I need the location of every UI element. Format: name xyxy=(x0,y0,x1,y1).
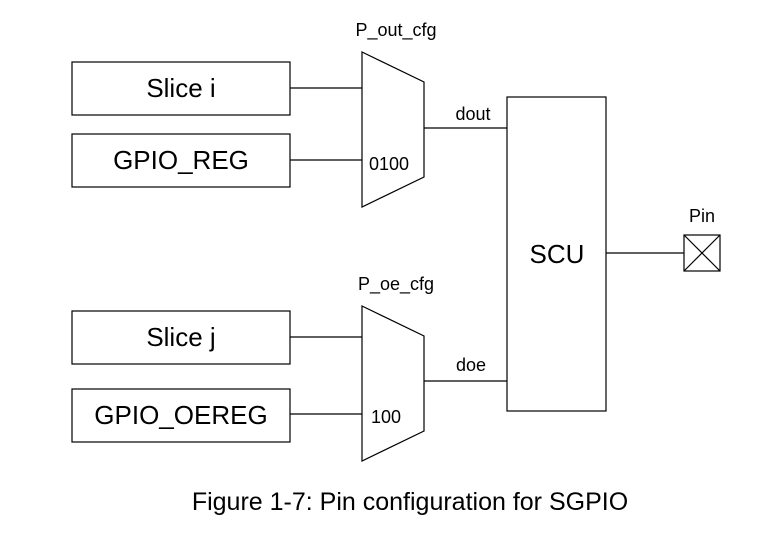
mux-top-shape xyxy=(361,51,425,208)
mux-top-name: P_out_cfg xyxy=(355,20,436,41)
slice-j-box xyxy=(71,310,291,365)
doe-label: doe xyxy=(456,355,486,375)
gpio-oereg-box xyxy=(71,388,291,443)
gpio-reg-box xyxy=(71,133,291,188)
top-input-group: Slice i GPIO_REG xyxy=(71,61,362,188)
bottom-input-group: Slice j GPIO_OEREG xyxy=(71,310,362,443)
mux-top-select-value: 0100 xyxy=(369,154,409,174)
scu-block: SCU xyxy=(506,96,607,412)
mux-bottom-name: P_oe_cfg xyxy=(358,274,434,295)
slice-j-label: Slice j xyxy=(146,322,215,352)
mux-bottom: P_oe_cfg 100 xyxy=(358,274,434,462)
figure-caption: Figure 1-7: Pin configuration for SGPIO xyxy=(192,488,628,516)
gpio-reg-label: GPIO_REG xyxy=(113,145,249,175)
slice-i-label: Slice i xyxy=(146,73,215,103)
slice-i-box xyxy=(71,61,291,116)
scu-box xyxy=(506,96,607,412)
pin-block: Pin xyxy=(683,206,721,272)
mux-bottom-shape xyxy=(361,305,425,462)
scu-label: SCU xyxy=(530,239,585,269)
dout-label: dout xyxy=(455,104,490,124)
pin-cross-2 xyxy=(683,234,721,272)
mux-bottom-select-value: 100 xyxy=(371,407,401,427)
pin-label: Pin xyxy=(689,206,715,226)
gpio-oereg-label: GPIO_OEREG xyxy=(94,400,267,430)
mux-top: P_out_cfg 0100 xyxy=(355,20,437,208)
